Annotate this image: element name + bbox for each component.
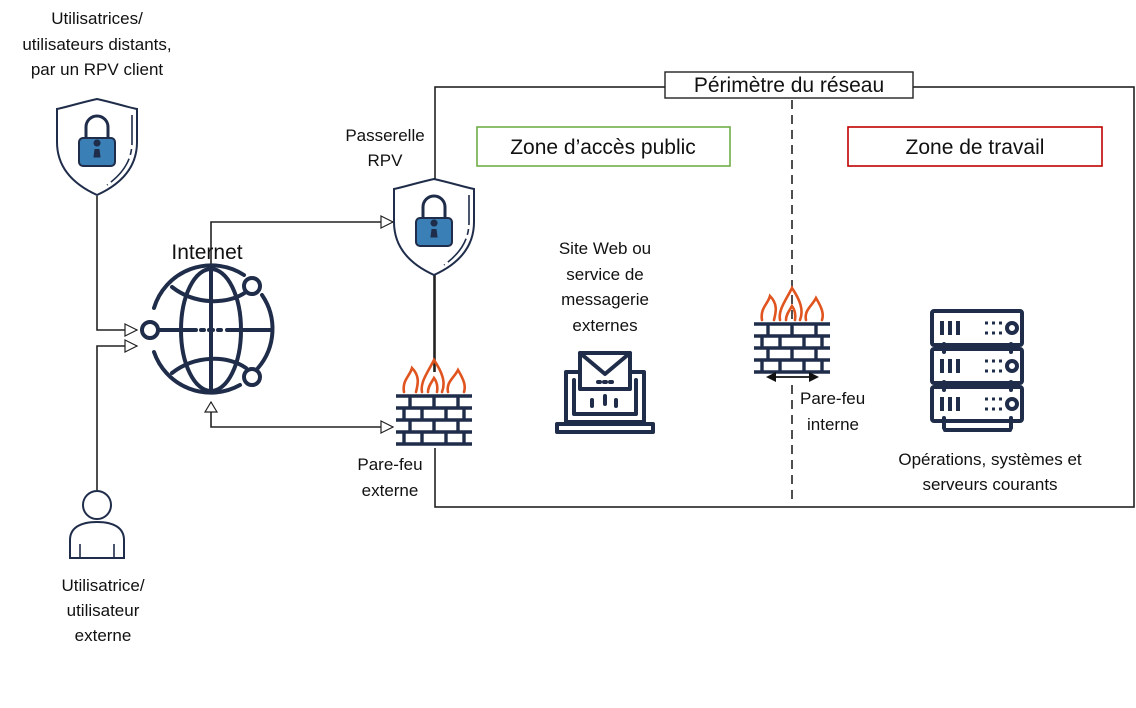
external-user-line-2: utilisateur: [67, 601, 140, 620]
laptop-email-icon: [555, 351, 655, 434]
external-user-icon: [69, 490, 125, 559]
remote-users-line-2: utilisateurs distants,: [22, 35, 171, 54]
arrow-head-icon: [124, 323, 139, 337]
internal-firewall-line-2: interne: [807, 415, 859, 434]
work-zone-title: Zone de travail: [906, 136, 1045, 159]
external-user-line-1: Utilisatrice/: [61, 576, 144, 595]
external-firewall-line-1: Pare-feu: [357, 455, 422, 474]
arrow-head-icon: [124, 339, 139, 353]
arrow-head-icon: [203, 400, 219, 413]
service-line-4: externes: [572, 316, 637, 335]
external-user-connector: [96, 345, 137, 490]
remote-vpn-shield-icon: [55, 97, 139, 197]
perimeter-title: Périmètre du réseau: [694, 74, 884, 97]
servers-line-2: serveurs courants: [922, 475, 1057, 494]
internet-globe-icon: [140, 263, 275, 395]
remote-users-line-3: par un RPV client: [31, 60, 164, 79]
internet-to-vpn-connector: [210, 221, 393, 268]
vpn-gateway-shield-icon: [392, 177, 476, 277]
external-firewall-line-2: externe: [362, 481, 419, 500]
external-user-line-3: externe: [75, 626, 132, 645]
internet-label: Internet: [171, 241, 242, 264]
remote-users-line-1: Utilisatrices/: [51, 9, 143, 28]
service-line-1: Site Web ou: [559, 239, 651, 258]
arrow-head-icon: [380, 420, 395, 434]
work-zone-box: [847, 126, 1103, 167]
server-rack-icon: [930, 309, 1024, 432]
servers-line-1: Opérations, systèmes et: [898, 450, 1082, 469]
internet-to-firewall-connector: [210, 402, 393, 428]
vpn-gateway-line-1: Passerelle: [345, 126, 424, 145]
public-zone-box: [476, 126, 731, 167]
internal-firewall-line-1: Pare-feu: [800, 389, 865, 408]
perimeter-title-box: [664, 71, 914, 99]
service-line-2: service de: [566, 265, 643, 284]
arrow-head-icon: [380, 215, 395, 229]
vpn-gateway-line-2: RPV: [368, 151, 404, 170]
service-line-3: messagerie: [561, 290, 649, 309]
public-zone-title: Zone d’accès public: [510, 136, 696, 159]
remote-user-connector: [96, 196, 137, 331]
bidirectional-arrow-icon: [766, 372, 819, 382]
